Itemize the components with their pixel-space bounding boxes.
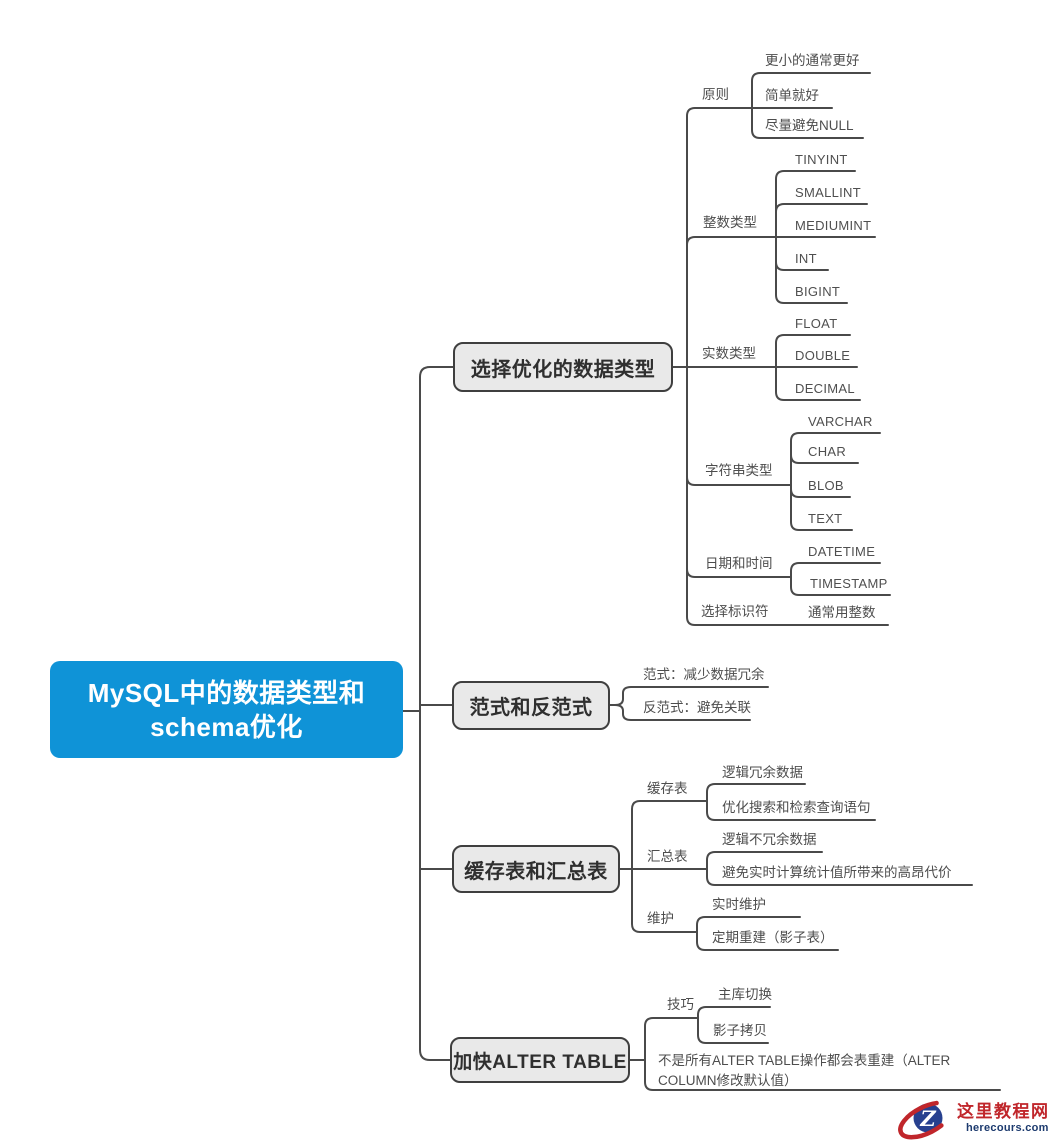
leaf-int: INT	[795, 251, 817, 266]
group-real-types: 实数类型	[702, 346, 756, 361]
leaf-realtime-maintenance: 实时维护	[712, 897, 766, 912]
leaf-simple-is-good: 简单就好	[765, 88, 819, 103]
root-node: MySQL中的数据类型和 schema优化	[50, 661, 403, 758]
leaf-varchar: VARCHAR	[808, 414, 873, 429]
leaf-blob: BLOB	[808, 478, 844, 493]
leaf-decimal: DECIMAL	[795, 381, 855, 396]
leaf-avoid-null: 尽量避免NULL	[765, 118, 854, 133]
branch-node-cache-summary-tables: 缓存表和汇总表	[452, 845, 620, 893]
leaf-normalization: 范式：减少数据冗余	[643, 667, 765, 682]
branch-node-alter-table: 加快ALTER TABLE	[450, 1037, 630, 1083]
leaf-mediumint: MEDIUMINT	[795, 218, 872, 233]
leaf-periodic-rebuild: 定期重建（影子表）	[712, 930, 834, 945]
leaf-text: TEXT	[808, 511, 843, 526]
note-alter-table-rebuild: 不是所有ALTER TABLE操作都会表重建（ALTER COLUMN修改默认值…	[658, 1053, 951, 1088]
watermark-site-name: 这里教程网	[957, 1102, 1049, 1121]
watermark-logo-swoosh	[898, 1100, 954, 1140]
group-string-types: 字符串类型	[705, 463, 773, 478]
leaf-float: FLOAT	[795, 316, 838, 331]
watermark-logo-circle	[913, 1103, 943, 1133]
leaf-optimize-search-queries: 优化搜索和检索查询语句	[722, 800, 871, 815]
leaf-denormalization: 反范式：避免关联	[643, 700, 751, 715]
leaf-double: DOUBLE	[795, 348, 851, 363]
watermark-logo-letter: Z	[919, 1106, 936, 1131]
leaf-usually-integer: 通常用整数	[808, 605, 876, 620]
connectors	[402, 72, 1001, 1091]
group-summary-table: 汇总表	[647, 849, 688, 864]
leaf-bigint: BIGINT	[795, 284, 841, 299]
group-principles: 原则	[702, 87, 729, 102]
leaf-avoid-realtime-computation-cost: 避免实时计算统计值所带来的高昂代价	[722, 865, 952, 880]
group-cache-table: 缓存表	[647, 781, 688, 796]
leaf-timestamp: TIMESTAMP	[810, 576, 888, 591]
leaf-master-switch: 主库切换	[718, 987, 772, 1002]
branch-node-data-types: 选择优化的数据类型	[453, 342, 673, 392]
leaf-tinyint: TINYINT	[795, 152, 848, 167]
group-tips: 技巧	[667, 997, 694, 1012]
leaf-char: CHAR	[808, 444, 847, 459]
group-identifier-choice: 选择标识符	[701, 604, 769, 619]
leaf-shadow-copy: 影子拷贝	[713, 1023, 767, 1038]
group-date-time: 日期和时间	[705, 556, 773, 571]
branch-node-normalization: 范式和反范式	[452, 681, 610, 730]
leaf-datetime: DATETIME	[808, 544, 876, 559]
group-integer-types: 整数类型	[703, 215, 757, 230]
leaf-logical-nonredundant-data: 逻辑不冗余数据	[722, 832, 817, 847]
leaf-smallint: SMALLINT	[795, 185, 861, 200]
leaf-logical-redundant-data: 逻辑冗余数据	[722, 765, 803, 780]
watermark-site-url: herecours.com	[966, 1122, 1049, 1134]
leaf-smaller-is-better: 更小的通常更好	[765, 53, 860, 68]
group-maintenance: 维护	[647, 911, 674, 926]
